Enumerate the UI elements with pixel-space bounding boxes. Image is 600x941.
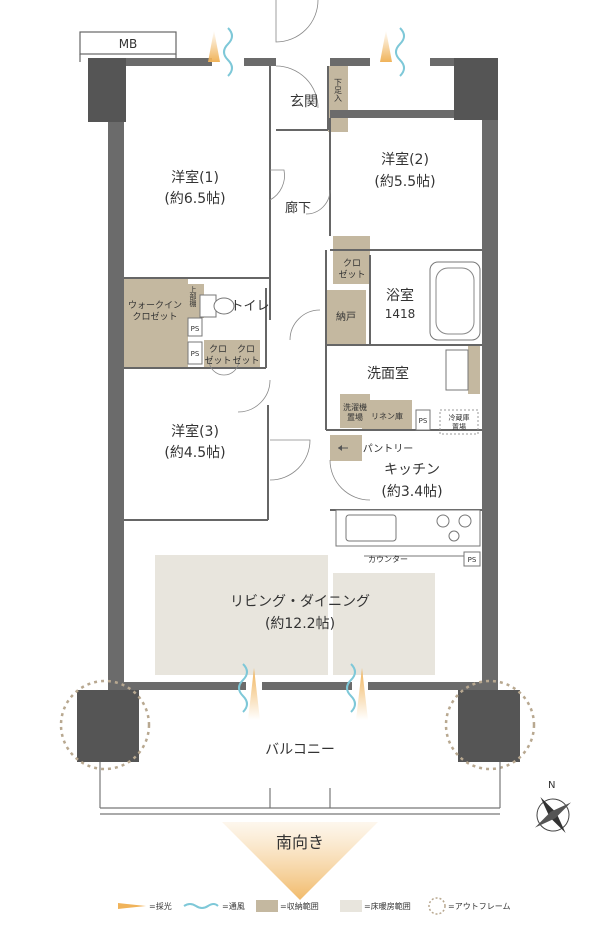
- outframe-icon: [428, 897, 446, 915]
- legend-label: =アウトフレーム: [448, 902, 510, 911]
- bath-size: 1418: [385, 307, 416, 321]
- storage-swatch: [256, 900, 278, 912]
- linen-label: リネン庫: [371, 411, 403, 421]
- upper-shelf-label: 上部棚: [189, 285, 197, 308]
- room2-name: 洋室(2): [381, 151, 429, 168]
- living-size: (約12.2帖): [265, 616, 335, 632]
- legend-label: =床暖房範囲: [364, 901, 411, 911]
- room1-name: 洋室(1): [171, 169, 219, 186]
- toilet-label: トイレ: [230, 299, 269, 314]
- wind-icon: [183, 903, 219, 909]
- compass-north-label: N: [548, 780, 555, 791]
- legend-label: =通風: [222, 901, 245, 911]
- closet-label: クロゼット: [204, 344, 231, 366]
- closet-label: クロゼット: [338, 258, 365, 280]
- washroom-label: 洗面室: [367, 365, 409, 382]
- room-labels: 玄関 下足入 廊下 洋室(1) (約6.5帖) 洋室(2) (約5.5帖) 洋室…: [128, 78, 477, 758]
- meter-box: MB: [79, 31, 177, 62]
- ps-label: PS: [468, 556, 477, 564]
- floor-heating-area: [155, 555, 435, 675]
- fridge-label: 冷蔵庫置場: [449, 413, 470, 431]
- light-icon: [248, 668, 260, 720]
- room3-size: (約4.5帖): [164, 445, 225, 461]
- wind-icon: [238, 663, 248, 713]
- bathtub: [429, 261, 481, 341]
- wind-icon: [395, 27, 405, 77]
- mb-label: MB: [119, 37, 138, 51]
- balcony-label: バルコニー: [265, 742, 335, 758]
- pantry-marker: [338, 445, 348, 451]
- light-icon: [356, 668, 368, 720]
- room2-size: (約5.5帖): [374, 174, 435, 190]
- living-name: リビング・ダイニング: [230, 594, 370, 610]
- balcony-outline: [99, 762, 501, 815]
- wind-icon: [346, 663, 356, 713]
- kitchen-name: キッチン: [384, 462, 440, 478]
- light-icon: [118, 903, 146, 909]
- entrance-label: 玄関: [290, 93, 318, 110]
- storage-label: 納戸: [336, 310, 356, 323]
- wind-icon: [223, 27, 233, 77]
- counter-label: カウンター: [368, 555, 408, 564]
- legend: =採光 =通風 =収納範囲 =床暖房範囲 =アウトフレーム: [118, 897, 510, 915]
- room1-size: (約6.5帖): [164, 191, 225, 207]
- compass-icon: [534, 796, 572, 834]
- walk-in-closet-label: ウォークインクロゼット: [128, 300, 182, 322]
- washbasin: [445, 349, 469, 391]
- toilet-fixture: [199, 294, 235, 318]
- shoe-storage-label: 下足入: [334, 78, 343, 102]
- kitchen-size: (約3.4帖): [381, 484, 442, 500]
- bath-name: 浴室: [386, 287, 414, 304]
- outframe-markers: [59, 679, 536, 771]
- ps-label: PS: [191, 325, 200, 333]
- room3-name: 洋室(3): [171, 423, 219, 440]
- ps-boxes: [187, 317, 481, 567]
- storage-areas: [124, 66, 480, 461]
- closet-label: クロゼット: [232, 344, 259, 366]
- floor-heating-swatch: [340, 900, 362, 912]
- light-icon: [380, 30, 392, 62]
- light-indicators: [208, 30, 392, 720]
- ps-label: PS: [191, 350, 200, 358]
- corridor-label: 廊下: [285, 200, 311, 216]
- pillars: [77, 58, 520, 762]
- south-direction: 南向き: [222, 822, 378, 900]
- pantry-label: パントリー: [363, 443, 414, 455]
- orientation-label: 南向き: [276, 833, 324, 852]
- outer-walls: [108, 58, 498, 690]
- kitchen-counter: [335, 509, 481, 557]
- legend-label: =採光: [149, 901, 172, 911]
- ps-label: PS: [419, 417, 428, 425]
- wind-indicators: [223, 27, 405, 713]
- light-icon: [208, 30, 220, 62]
- door-swings: [208, 0, 371, 501]
- legend-label: =収納範囲: [280, 901, 319, 911]
- laundry-label: 洗濯機置場: [343, 402, 367, 422]
